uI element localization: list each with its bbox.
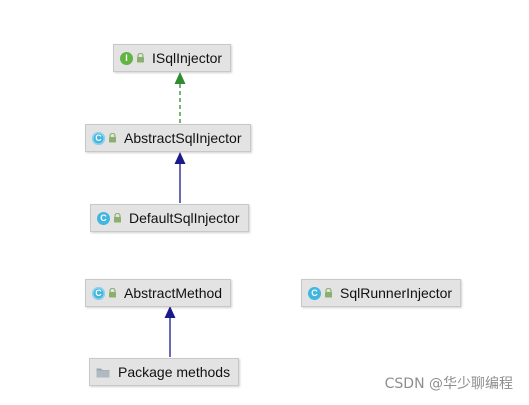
folder-icon: [96, 368, 110, 377]
node-sqlrunnerinjector[interactable]: C SqlRunnerInjector: [301, 279, 462, 307]
node-abstractmethod[interactable]: C AbstractMethod: [85, 279, 232, 307]
lock-icon: [137, 53, 144, 63]
lock-icon: [109, 288, 116, 298]
node-defaultsqlinjector[interactable]: C DefaultSqlInjector: [90, 204, 249, 232]
edge-implements-abstractsqlinjector-isqlinjector: [174, 72, 186, 123]
lock-icon: [114, 213, 121, 223]
abstract-class-icon: C: [92, 131, 105, 145]
abstract-class-icon: C: [92, 286, 105, 300]
node-label: DefaultSqlInjector: [129, 210, 240, 226]
class-icon: C: [308, 286, 321, 300]
watermark-text: CSDN @华少聊编程: [384, 376, 513, 392]
lock-icon: [325, 288, 332, 298]
node-package-methods[interactable]: Package methods: [89, 358, 240, 386]
interface-icon: I: [120, 51, 133, 65]
node-label: Package methods: [118, 364, 231, 380]
node-isqlinjector[interactable]: I ISqlInjector: [113, 44, 232, 72]
class-icon: C: [97, 211, 110, 225]
node-label: AbstractMethod: [124, 285, 223, 301]
node-label: AbstractSqlInjector: [124, 130, 242, 146]
node-label: SqlRunnerInjector: [340, 285, 453, 301]
lock-icon: [109, 133, 116, 143]
edge-extends-packagemethods-abstractmethod: [164, 306, 176, 357]
edge-extends-defaultsqlinjector-abstractsqlinjector: [174, 152, 186, 203]
node-abstractsqlinjector[interactable]: C AbstractSqlInjector: [85, 124, 251, 152]
node-label: ISqlInjector: [152, 50, 223, 66]
